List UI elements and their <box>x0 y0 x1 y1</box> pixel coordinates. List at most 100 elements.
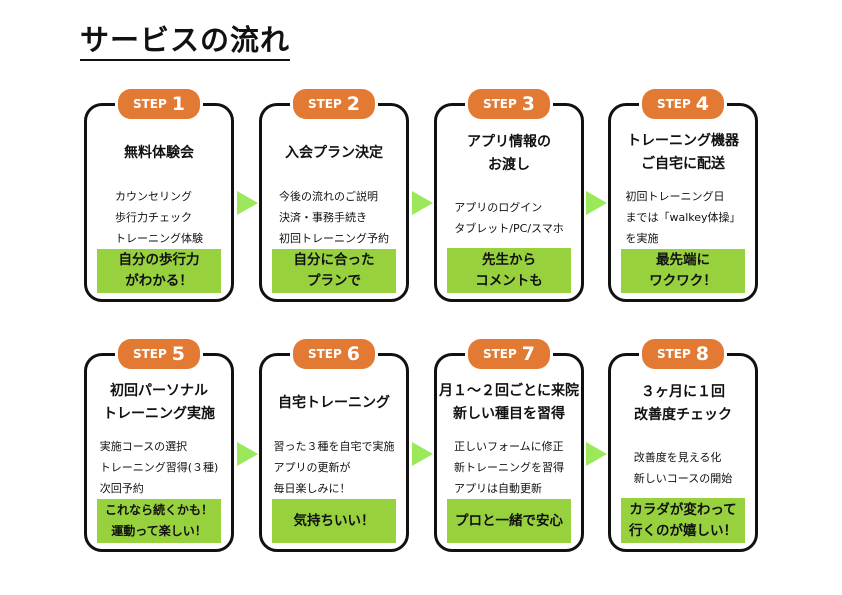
step-heading-line: トレーニング実施 <box>103 406 215 423</box>
step-heading-line: トレーニング機器 <box>627 133 739 150</box>
arrow-right-icon <box>237 442 258 466</box>
step-highlight-line: これなら続くかも！ <box>104 503 213 518</box>
step-highlight: 先生からコメントも <box>447 248 571 293</box>
step-heading: 自宅トレーニング <box>262 370 406 436</box>
step-detail-item: 初回トレーニング予約 <box>279 232 389 246</box>
step-heading-line: ご自宅に配送 <box>641 156 725 173</box>
step-highlight-line: プランで <box>307 273 361 290</box>
step-highlight-line: 自分に合った <box>293 252 375 269</box>
step-heading: 月１〜２回ごとに来院新しい種目を習得 <box>437 370 581 436</box>
step-detail-item: タブレット/PC/スマホ <box>454 222 564 235</box>
step-detail-list: 改善度を見える化新しいコースの開始 <box>634 447 732 489</box>
step-number: 2 <box>346 93 361 115</box>
step-detail-item: 歩行力チェック <box>115 211 192 225</box>
step-detail-list: 正しいフォームに修正新トレーニングを習得アプリは自動更新 <box>454 436 564 499</box>
step-highlight: プロと一緒で安心 <box>447 499 571 543</box>
step-highlight-line: カラダが変わって <box>629 501 737 518</box>
step-detail-item: トレーニング体験 <box>115 232 203 246</box>
step-detail-item: 新しいコースの開始 <box>633 472 733 485</box>
step-detail-item: を実施 <box>625 232 659 246</box>
step-detail-item: 決済・事務手続き <box>279 211 367 225</box>
step-card: STEP 3 アプリ情報のお渡しアプリのログインタブレット/PC/スマホ先生からコメ… <box>434 89 584 302</box>
step-heading-line: 無料体験会 <box>124 144 194 161</box>
step-detail-list: 初回トレーニング日までは「walkey体操」を実施 <box>625 186 740 249</box>
step-heading: 初回パーソナルトレーニング実施 <box>87 370 231 436</box>
step-detail-item: 初回トレーニング日 <box>625 190 725 204</box>
step-detail-item: 実施コースの選択 <box>99 440 188 454</box>
step-heading-line: ３ヶ月に１回 <box>641 384 725 400</box>
step-details: アプリのログインタブレット/PC/スマホ <box>437 188 581 248</box>
step-number: 1 <box>171 93 186 115</box>
step-label: STEP <box>482 347 517 361</box>
step-highlight: カラダが変わって行くのが嬉しい！ <box>621 498 745 543</box>
arrow-right-icon <box>237 191 258 215</box>
step-heading-line: 改善度チェック <box>634 407 732 423</box>
step-heading-line: 入会プラン決定 <box>285 144 383 161</box>
step-highlight-line: プロと一緒で安心 <box>455 512 563 529</box>
step-details: 実施コースの選択トレーニング習得(３種)次回予約 <box>87 436 231 499</box>
step-details: 正しいフォームに修正新トレーニングを習得アプリは自動更新 <box>437 436 581 499</box>
step-label: STEP <box>656 97 691 111</box>
step-detail-item: カウンセリング <box>115 190 192 204</box>
step-highlight: 気持ちいい！ <box>272 499 396 543</box>
step-detail-item: 正しいフォームに修正 <box>454 440 564 454</box>
step-details: 改善度を見える化新しいコースの開始 <box>611 438 755 498</box>
step-detail-item: トレーニング習得(３種) <box>99 461 219 475</box>
step-label: STEP <box>656 347 691 361</box>
step-highlight-line: ワクワク！ <box>649 273 717 290</box>
step-highlight-line: 最先端に <box>656 252 710 269</box>
step-heading-line: 自宅トレーニング <box>278 394 390 411</box>
arrow-right-icon <box>412 442 433 466</box>
step-label: STEP <box>307 97 342 111</box>
step-badge: STEP 1 <box>118 89 200 119</box>
step-highlight-line: 先生から <box>482 251 536 268</box>
step-heading-line: 初回パーソナル <box>110 383 208 400</box>
step-detail-list: アプリのログインタブレット/PC/スマホ <box>454 197 563 239</box>
step-badge: STEP 6 <box>293 339 375 369</box>
step-details: 今後の流れのご説明決済・事務手続き初回トレーニング予約 <box>262 186 406 249</box>
step-heading-line: 新しい種目を習得 <box>453 406 565 423</box>
step-label: STEP <box>482 97 517 111</box>
step-badge: STEP 4 <box>642 89 724 119</box>
step-highlight-line: 行くのが嬉しい！ <box>629 522 737 539</box>
step-heading-line: お渡し <box>488 157 530 173</box>
step-heading: 入会プラン決定 <box>262 120 406 186</box>
step-detail-list: 実施コースの選択トレーニング習得(３種)次回予約 <box>100 436 219 499</box>
step-number: 7 <box>521 343 536 365</box>
step-heading-line: アプリ情報の <box>467 134 551 150</box>
step-card: STEP 4 トレーニング機器ご自宅に配送初回トレーニング日までは「walkey体操… <box>608 89 758 302</box>
step-number: 4 <box>695 93 710 115</box>
step-label: STEP <box>132 97 167 111</box>
step-badge: STEP 3 <box>468 89 550 119</box>
step-detail-list: 今後の流れのご説明決済・事務手続き初回トレーニング予約 <box>279 186 389 249</box>
step-highlight: これなら続くかも！運動って楽しい！ <box>97 499 221 543</box>
arrow-right-icon <box>586 442 607 466</box>
step-highlight-line: 自分の歩行力 <box>118 252 200 269</box>
step-number: 8 <box>695 343 710 365</box>
step-highlight-line: 気持ちいい！ <box>293 512 375 529</box>
step-number: 3 <box>521 93 536 115</box>
step-detail-item: 改善度を見える化 <box>633 451 722 464</box>
step-label: STEP <box>307 347 342 361</box>
page-title: サービスの流れ <box>80 22 291 61</box>
step-badge: STEP 8 <box>642 339 724 369</box>
step-heading: 無料体験会 <box>87 120 231 186</box>
step-number: 6 <box>346 343 361 365</box>
step-details: 習った３種を自宅で実施アプリの更新が毎日楽しみに！ <box>262 436 406 499</box>
step-card: STEP 6 自宅トレーニング習った３種を自宅で実施アプリの更新が毎日楽しみに！ 気持… <box>259 339 409 552</box>
step-highlight-line: がわかる！ <box>125 273 193 290</box>
arrow-right-icon <box>412 191 433 215</box>
step-heading-line: 月１〜２回ごとに来院 <box>439 383 579 400</box>
step-heading: アプリ情報のお渡し <box>437 120 581 188</box>
step-detail-item: 今後の流れのご説明 <box>279 190 378 204</box>
step-highlight: 自分の歩行力がわかる！ <box>97 249 221 293</box>
step-card: STEP 2 入会プラン決定今後の流れのご説明決済・事務手続き初回トレーニング予約自… <box>259 89 409 302</box>
step-details: カウンセリング歩行力チェックトレーニング体験 <box>87 186 231 249</box>
step-highlight-line: コメントも <box>475 272 543 289</box>
step-detail-item: アプリのログイン <box>454 201 543 214</box>
step-detail-item: までは「walkey体操」 <box>625 211 741 225</box>
